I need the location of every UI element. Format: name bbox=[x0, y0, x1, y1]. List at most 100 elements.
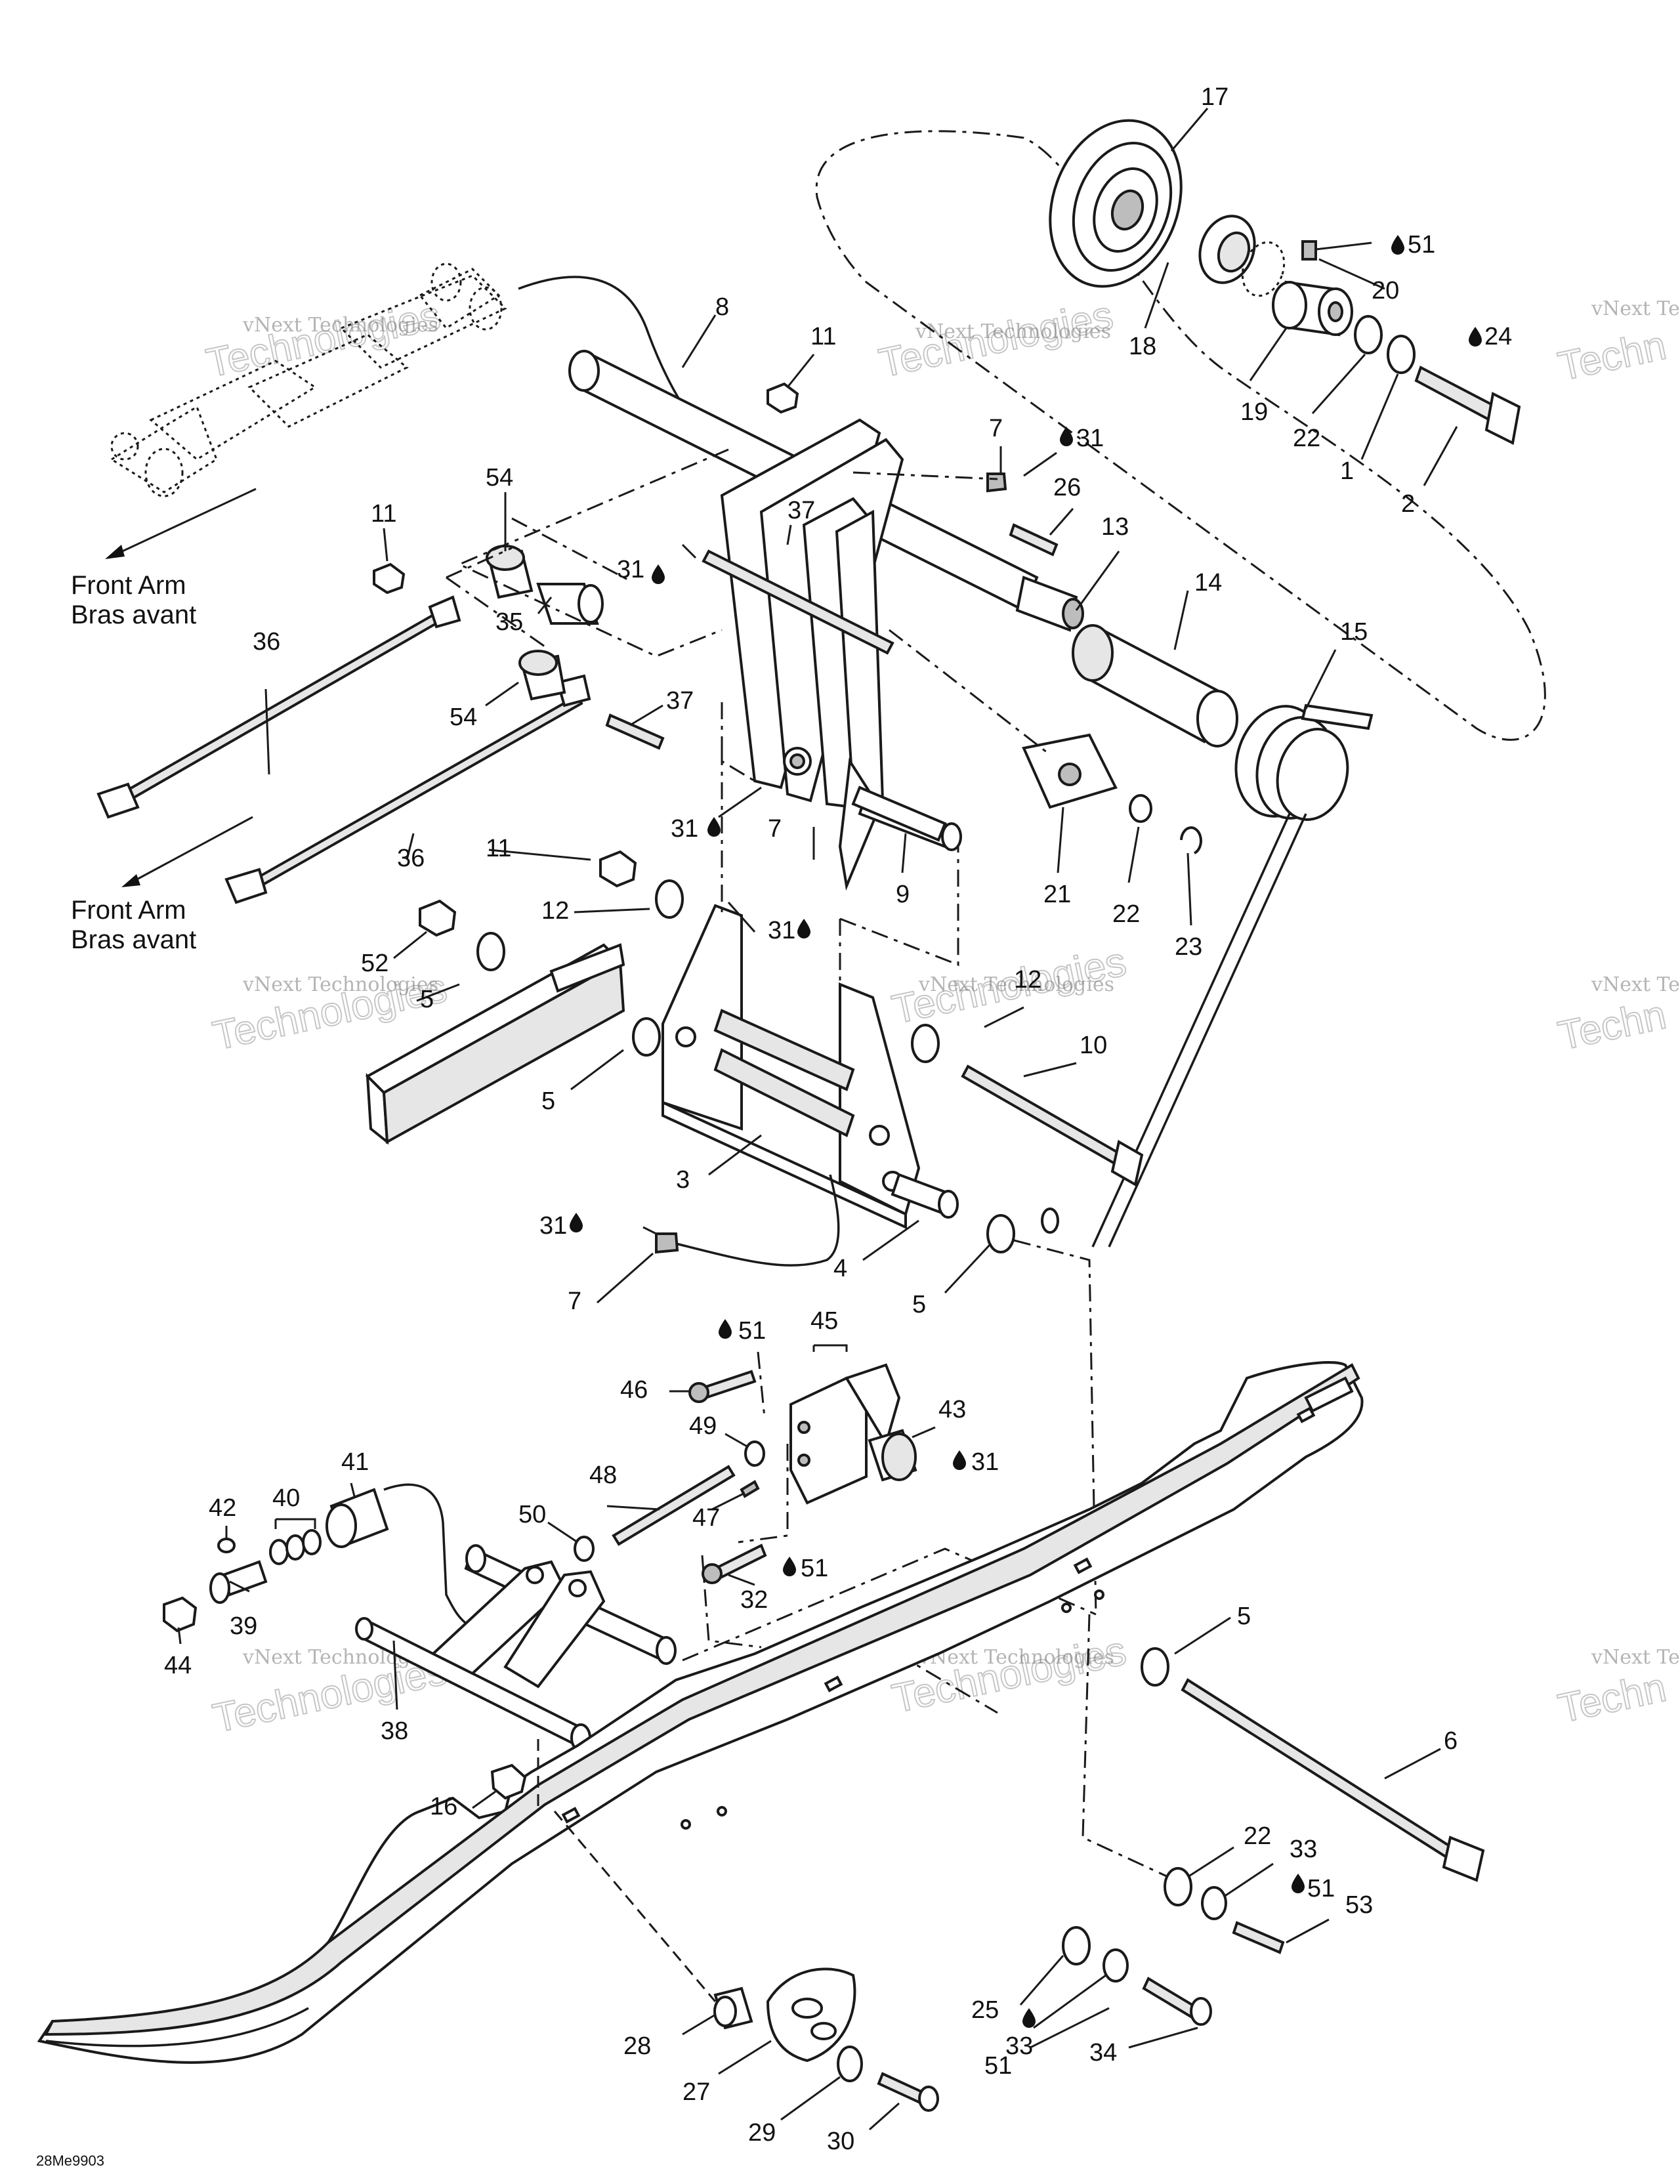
callout: 29 bbox=[748, 2119, 776, 2147]
callout: 48 bbox=[589, 1461, 617, 1489]
clamp-block bbox=[789, 1363, 901, 1505]
washer bbox=[1129, 794, 1152, 823]
callout: 3 bbox=[676, 1166, 690, 1194]
lock-washer bbox=[1102, 1948, 1129, 1983]
washer bbox=[911, 1024, 940, 1063]
callout: 35 bbox=[495, 608, 523, 636]
guide-line bbox=[839, 847, 959, 967]
front-arm-label: Front Arm bbox=[71, 896, 186, 925]
watermark: vNext Technologies bbox=[918, 973, 1114, 996]
front-arm-label: Front Arm bbox=[71, 571, 186, 600]
washer bbox=[1164, 1867, 1192, 1906]
bolt bbox=[700, 1370, 757, 1400]
callout: 39 bbox=[230, 1612, 257, 1640]
guide-line bbox=[738, 1444, 789, 1544]
callout: 33 bbox=[1290, 1836, 1317, 1863]
bolt bbox=[1232, 1921, 1285, 1954]
drop-icon bbox=[707, 817, 721, 837]
bushing bbox=[868, 1429, 917, 1482]
nut bbox=[373, 562, 406, 595]
washer-stack bbox=[269, 1529, 322, 1565]
callout: 31 bbox=[617, 556, 644, 583]
callout: 49 bbox=[689, 1412, 717, 1440]
callout: 44 bbox=[164, 1652, 192, 1679]
watermark: vNext Te bbox=[1591, 973, 1680, 996]
guide-line bbox=[457, 448, 729, 658]
stopper-pad bbox=[766, 1967, 856, 2063]
cross-rod bbox=[702, 549, 894, 655]
watermark: vNext Technologies bbox=[242, 314, 438, 337]
nut bbox=[766, 382, 799, 414]
drop-icon bbox=[1022, 2008, 1036, 2028]
drop-icon bbox=[1292, 1874, 1305, 1893]
front-arm-label-fr: Bras avant bbox=[71, 925, 196, 954]
nut bbox=[419, 899, 457, 937]
callout: 16 bbox=[430, 1793, 457, 1820]
guide-line bbox=[553, 1811, 717, 2002]
washer bbox=[986, 1214, 1015, 1253]
callout: 2 bbox=[1401, 490, 1415, 518]
callout: 51 bbox=[1307, 1875, 1335, 1902]
callout: 36 bbox=[253, 628, 280, 656]
washer bbox=[655, 879, 684, 919]
callout: 22 bbox=[1244, 1822, 1271, 1850]
callout: 10 bbox=[1080, 1032, 1107, 1059]
callout: 51 bbox=[984, 2052, 1012, 2080]
callout: 25 bbox=[971, 1996, 999, 2024]
callout: 18 bbox=[1129, 333, 1156, 360]
callout: 40 bbox=[272, 1484, 300, 1512]
callout: 8 bbox=[715, 293, 729, 321]
callout: 51 bbox=[1408, 231, 1435, 259]
bolt-head bbox=[688, 1382, 709, 1403]
callout: 22 bbox=[1112, 900, 1140, 928]
lock-washer bbox=[1201, 1886, 1227, 1920]
drop-icon bbox=[652, 564, 665, 584]
grease-fitting bbox=[986, 472, 1007, 493]
bolt bbox=[1142, 1977, 1212, 2026]
stopper-clip bbox=[1022, 733, 1118, 809]
assembly-loop-outline bbox=[815, 130, 1546, 741]
callout: 51 bbox=[801, 1555, 828, 1582]
callout: 46 bbox=[620, 1376, 648, 1404]
long-bolt bbox=[1181, 1678, 1485, 1882]
watermark: Technologies bbox=[203, 293, 444, 387]
callout: 28 bbox=[623, 2032, 651, 2060]
callout: 43 bbox=[938, 1396, 966, 1423]
watermark: vNext Technologies bbox=[242, 973, 438, 996]
rear-bracket bbox=[662, 904, 959, 1230]
callout: 5 bbox=[420, 986, 434, 1013]
watermark: Techn bbox=[1555, 323, 1670, 390]
callout: 20 bbox=[1372, 277, 1399, 304]
nut bbox=[599, 850, 637, 888]
washer bbox=[632, 1017, 661, 1057]
callout: 50 bbox=[518, 1501, 546, 1528]
watermark-group: Technologies vNext Technologies Technolo… bbox=[202, 292, 1680, 1742]
callout: 31 bbox=[971, 1448, 999, 1476]
callout: 27 bbox=[682, 2078, 710, 2106]
spacer-sleeve bbox=[1072, 624, 1238, 747]
callout: 11 bbox=[810, 323, 836, 350]
watermark: Techn bbox=[1555, 992, 1670, 1059]
callout: 33 bbox=[1005, 2032, 1033, 2060]
shaft bbox=[851, 786, 947, 842]
callout: 54 bbox=[450, 704, 477, 731]
idler-wheel bbox=[1049, 119, 1183, 288]
spacer bbox=[1272, 280, 1353, 337]
callout: 6 bbox=[1444, 1727, 1458, 1755]
drop-icon bbox=[1060, 427, 1073, 446]
drop-icon bbox=[953, 1450, 966, 1470]
callout: 30 bbox=[827, 2128, 854, 2155]
callout: 32 bbox=[740, 1586, 768, 1614]
guide-line bbox=[852, 471, 998, 480]
watermark: vNext Te bbox=[1591, 1646, 1680, 1669]
bolt bbox=[1009, 523, 1059, 556]
watermark: vNext Te bbox=[1591, 297, 1680, 320]
grease-fitting bbox=[655, 1232, 679, 1254]
rear-arm bbox=[355, 1544, 677, 1752]
callout: 31 bbox=[671, 815, 698, 843]
washer bbox=[476, 932, 505, 971]
callout: 22 bbox=[1293, 425, 1320, 452]
callout: 9 bbox=[896, 881, 910, 908]
callout: 17 bbox=[1201, 83, 1228, 111]
